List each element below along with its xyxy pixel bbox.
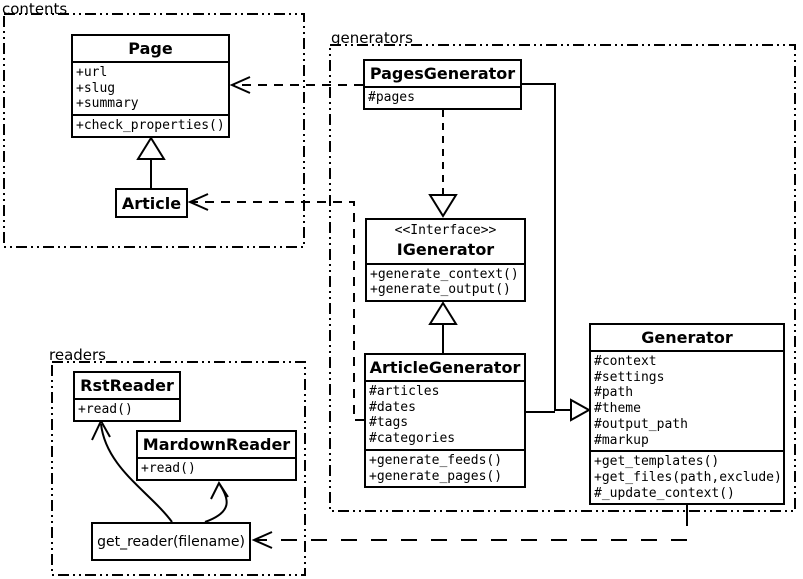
package-label-readers: readers [49, 346, 106, 364]
method: +generate_context() [370, 266, 519, 282]
class-page-attributes: +url +slug +summary [73, 61, 228, 114]
class-article-title: Article [121, 193, 182, 213]
attribute: #theme [594, 401, 641, 417]
class-mardownreader: MardownReader +read() [136, 430, 297, 481]
class-rstreader-methods: +read() [75, 398, 179, 420]
attribute: +summary [76, 96, 139, 112]
function-get-reader-label: get_reader(filename) [97, 533, 245, 550]
class-igenerator-title: IGenerator [396, 239, 495, 259]
edge-articlegenerator-to-article [192, 201, 364, 421]
package-label-contents: contents [2, 0, 68, 18]
attribute: #dates [369, 399, 416, 415]
arrowhead-mardownreader [210, 480, 229, 500]
class-page: Page +url +slug +summary +check_properti… [71, 34, 230, 138]
dependency-arrowhead-getreader [251, 531, 273, 549]
attribute: #tags [369, 415, 409, 431]
attribute: #categories [369, 431, 456, 447]
inheritance-arrowhead-igenerator-bottom [428, 301, 458, 325]
class-mardownreader-methods: +read() [138, 457, 295, 479]
method: +generate_output() [370, 282, 511, 298]
class-pagesgenerator: PagesGenerator #pages [363, 59, 522, 110]
class-generator-title: Generator [641, 328, 733, 347]
class-mardownreader-title: MardownReader [142, 435, 291, 454]
class-pagesgenerator-attributes: #pages [365, 86, 520, 108]
method: +get_templates() [594, 454, 720, 470]
attribute: #path [594, 385, 634, 401]
package-border-generators [329, 44, 796, 512]
function-get-reader: get_reader(filename) [91, 522, 251, 561]
package-label-generators: generators [331, 29, 413, 47]
class-rstreader: RstReader +read() [73, 371, 181, 422]
realization-arrowhead-igenerator-top [428, 194, 458, 218]
method: +check_properties() [76, 118, 225, 134]
class-igenerator-stereotype: <<Interface>> [394, 223, 497, 238]
attribute: +url [76, 65, 108, 80]
inheritance-arrowhead-generator [570, 398, 592, 422]
method: +read() [141, 461, 196, 476]
class-page-methods: +check_properties() [73, 114, 228, 136]
attribute: #articles [369, 384, 440, 399]
class-pagesgenerator-title: PagesGenerator [369, 64, 516, 83]
dependency-arrowhead-page [229, 76, 251, 94]
package-border-readers [51, 361, 306, 576]
attribute: #pages [368, 90, 415, 105]
dependency-arrowhead-article [187, 193, 209, 211]
method: +generate_pages() [369, 468, 503, 484]
class-articlegenerator: ArticleGenerator #articles #dates #tags … [364, 353, 526, 489]
class-generator-attributes: #context #settings #path #theme #output_… [591, 350, 783, 450]
class-page-title: Page [128, 39, 173, 58]
class-igenerator: <<Interface>> IGenerator +generate_conte… [365, 218, 526, 303]
class-generator-methods: +get_templates() +get_files(path,exclude… [591, 450, 783, 503]
class-generator: Generator #context #settings #path #them… [589, 323, 785, 506]
inheritance-arrowhead-page [136, 136, 166, 160]
package-border-contents [3, 13, 305, 248]
class-articlegenerator-attributes: #articles #dates #tags #categories [366, 380, 524, 449]
class-igenerator-header: <<Interface>> IGenerator [367, 220, 524, 263]
method: +read() [78, 402, 133, 417]
class-igenerator-methods: +generate_context() +generate_output() [367, 262, 524, 300]
class-articlegenerator-methods: +generate_feeds() +generate_pages() [366, 448, 524, 486]
attribute: #output_path [594, 416, 688, 432]
method: +get_files(path,exclude) [594, 469, 782, 485]
edge-getreader-to-rstreader [100, 423, 173, 523]
attribute: #settings [594, 369, 665, 385]
attribute: #context [594, 354, 657, 369]
arrowhead-rstreader [91, 418, 111, 441]
class-rstreader-title: RstReader [80, 376, 174, 395]
edge-pagesgenerator-to-generator [522, 83, 571, 411]
class-article: Article [115, 188, 188, 218]
class-articlegenerator-title: ArticleGenerator [369, 358, 521, 377]
attribute: #markup [594, 432, 649, 448]
attribute: +slug [76, 80, 116, 96]
method: #_update_context() [594, 485, 735, 501]
method: +generate_feeds() [369, 452, 503, 468]
